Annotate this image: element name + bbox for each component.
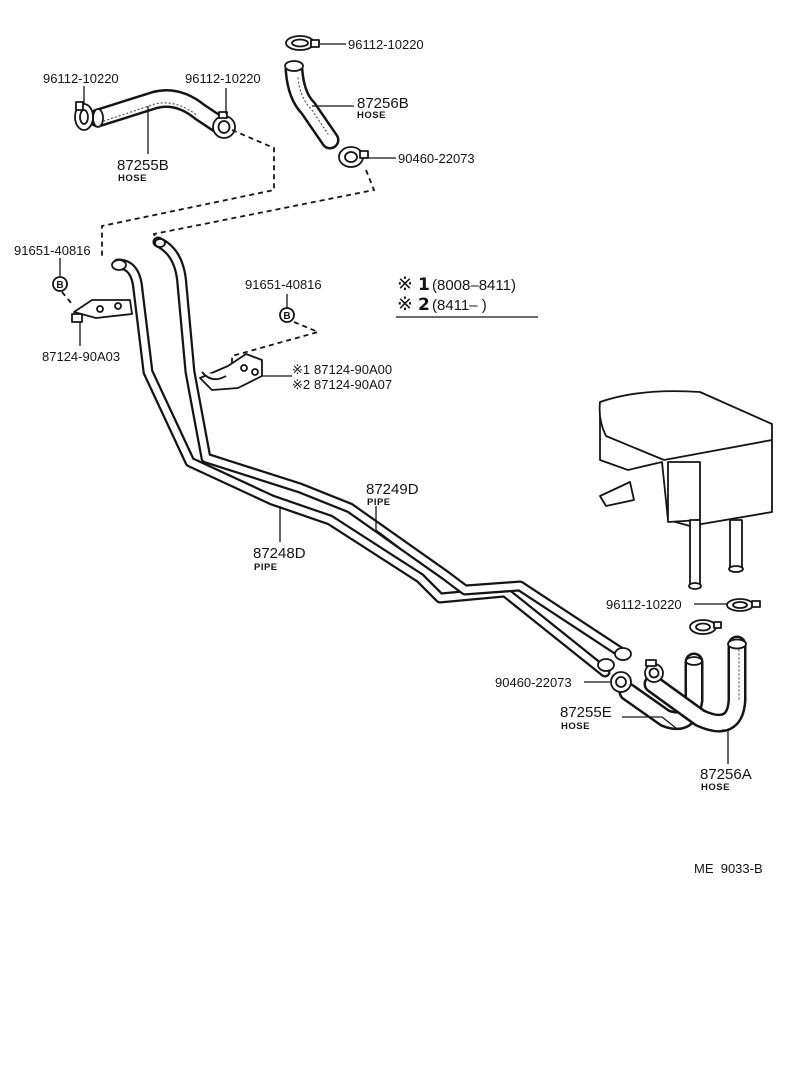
dash-line-right [152,169,376,241]
label-clamp-right: 96112-10220 [606,597,682,612]
label-clamp-top: 96112-10220 [348,37,424,52]
note-range-1: (8008–8411) [432,277,516,294]
label-bolt-mid: 91651-40816 [245,277,322,292]
note-mark-2: ※ [397,293,413,315]
label-pipe-87249d-sub: PIPE [367,497,391,508]
rear-heater-unit [598,390,773,590]
bracket-left [71,299,133,323]
clamp-right [726,598,761,612]
dash-line-bolt-left [61,291,73,305]
hose-87256b [284,60,340,150]
leader-hose-87255e [622,716,677,729]
label-clamp-90460-bottom: 90460-22073 [495,675,572,690]
label-bracket-mid-mark-1: ※1 [292,362,310,377]
label-hose-87255b: 87255B [117,157,169,174]
bracket-mid [199,353,263,391]
clamp-90460-bottom [610,659,664,693]
leader-pipe-87249d [375,506,401,549]
bolt-left-letter: B [56,280,63,291]
label-bracket-left: 87124-90A03 [42,349,120,364]
note-mark-1: ※ [397,273,413,295]
bolt-left: B [52,276,68,292]
clamp-lower-spare [689,619,722,635]
label-bracket-mid-1: 87124-90A00 [314,362,392,377]
label-hose-87255e: 87255E [560,704,612,721]
pipe-end-right-top [154,238,166,248]
pipe-end-lower-2 [614,647,632,661]
label-clamp-left: 96112-10220 [43,71,119,86]
label-pipe-87248d: 87248D [253,545,306,562]
hose-87255b [88,89,228,134]
clamp-90460-top [338,146,369,168]
clamp-mid [212,111,236,139]
applicability-note: ※ 1 (8008–8411) ※ 2 (8411– ) [396,273,538,318]
bolt-mid-letter: B [283,311,290,322]
label-bolt-left: 91651-40816 [14,243,91,258]
leader-hose-87256a [722,729,729,764]
label-pipe-87249d: 87249D [366,481,419,498]
label-hose-87256b-sub: HOSE [357,110,386,121]
clamp-left [74,101,94,131]
label-bracket-mid-mark-2: ※2 [292,377,310,392]
label-clamp-mid: 96112-10220 [185,71,261,86]
note-num-1: 1 [418,275,430,295]
note-num-2: 2 [418,295,430,315]
label-hose-87256a: 87256A [700,766,752,783]
hose-87256a [643,635,747,733]
label-hose-87256b: 87256B [357,95,409,112]
label-hose-87255e-sub: HOSE [561,721,590,732]
dash-line-bolt-mid [231,321,321,366]
note-range-2: (8411– ) [432,297,487,314]
pipe-end-lower-1 [597,658,615,672]
label-pipe-87248d-sub: PIPE [254,562,278,573]
pipe-end-left-top [111,259,127,271]
clamp-top [285,35,320,51]
label-hose-87255b-sub: HOSE [118,173,147,184]
bolt-mid: B [279,307,295,323]
reference-code: ME 9033-B [694,861,763,876]
label-bracket-mid-2: 87124-90A07 [314,377,392,392]
label-hose-87256a-sub: HOSE [701,782,730,793]
dash-line-left [101,129,275,256]
label-clamp-90460-top: 90460-22073 [398,151,475,166]
pipe-87249d [152,236,631,661]
